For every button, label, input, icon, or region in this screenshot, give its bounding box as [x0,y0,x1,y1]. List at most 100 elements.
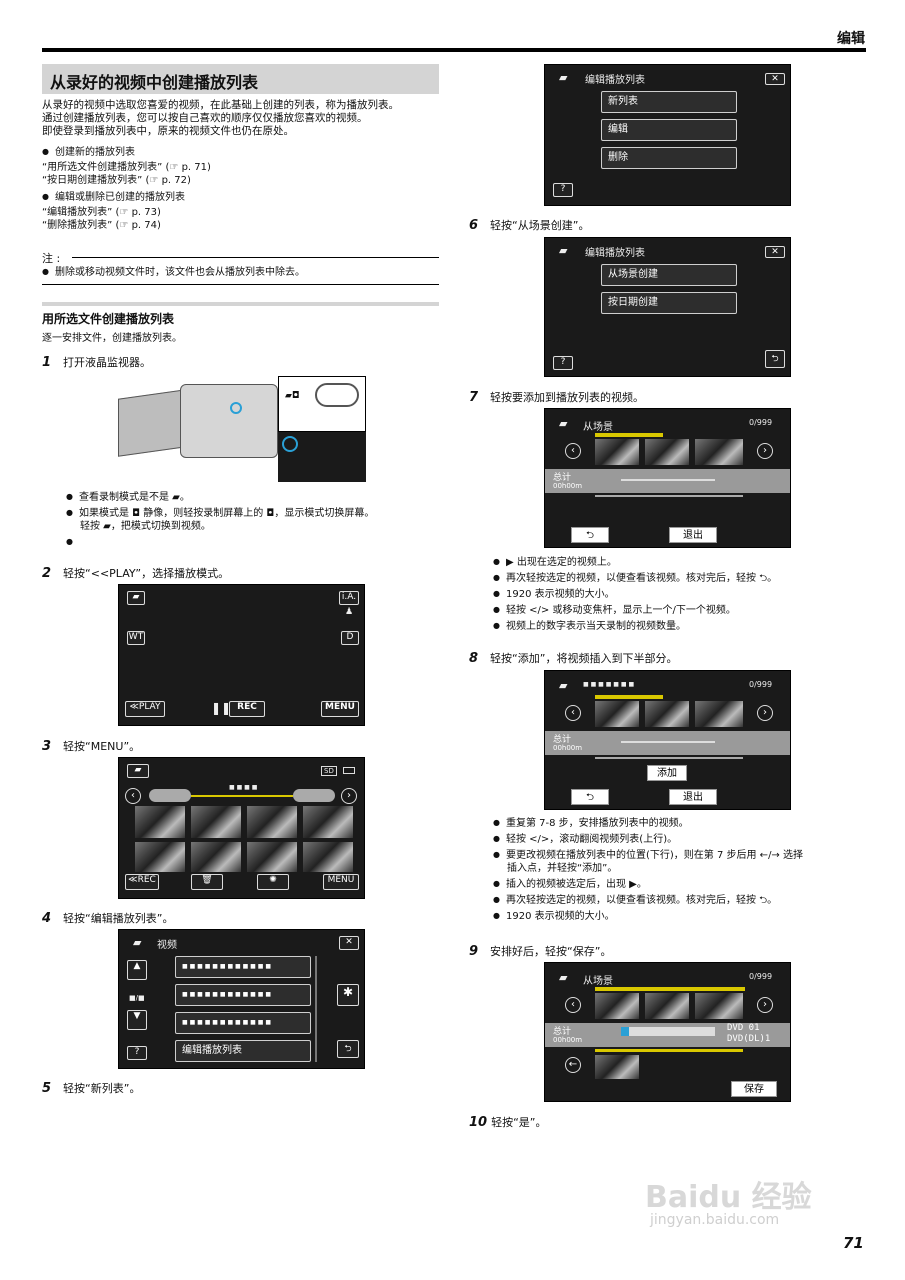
link-delete-playlist[interactable]: “删除播放列表” (☞ p. 74) [42,220,161,231]
left-arrow-icon[interactable]: ← [565,1057,581,1073]
thumbnail[interactable] [247,842,297,872]
settings-icon[interactable]: ✺ [257,874,289,890]
step-text: 轻按“是”。 [491,1116,547,1129]
prev-icon[interactable]: ‹ [565,443,581,459]
thumbnail[interactable] [595,993,639,1019]
help-icon[interactable]: ? [553,356,573,370]
note-label: 注 : [42,252,61,265]
capacity-bar [621,1027,715,1036]
prev-icon[interactable]: ‹ [565,705,581,721]
mode-button-highlight [230,402,242,414]
up-icon[interactable]: ▲ [127,960,147,980]
ia-button[interactable]: i.A. [339,591,359,605]
prev-icon[interactable]: ‹ [565,997,581,1013]
screen-index: ▰ SD ‹ › ■ ■ ■ ■ ≪REC 🗑 ✺ MENU [118,757,365,899]
selection-strip [595,987,745,991]
next-icon[interactable]: › [757,705,773,721]
thumbnail[interactable] [595,439,639,465]
date-pill[interactable] [293,789,335,802]
step-number: 1 [42,355,52,370]
close-icon[interactable]: ✕ [339,936,359,950]
screen-title: 从场景 [583,422,613,433]
thumbnail[interactable] [645,439,689,465]
link-create-selected[interactable]: “用所选文件创建播放列表” (☞ p. 71) [42,162,211,173]
thumbnail[interactable] [645,701,689,727]
links-block: 创建新的播放列表 “用所选文件创建播放列表” (☞ p. 71) “按日期创建播… [42,146,442,232]
thumbnail[interactable] [247,806,297,838]
menu-item-edit-playlist[interactable]: 编辑播放列表 [175,1040,311,1062]
thumbnail[interactable] [191,806,241,838]
prev-icon[interactable]: ‹ [125,788,141,804]
thumbnail[interactable] [695,439,743,465]
bullet-item: 查看录制模式是不是 ▰。 [66,491,446,504]
playlist-line [595,757,743,759]
back-icon[interactable]: ⮌ [765,350,785,368]
menu-button[interactable]: MENU [321,701,359,717]
thumbnail[interactable] [645,993,689,1019]
menu-item[interactable]: ■ ■ ■ ■ ■ ■ ■ ■ ■ ■ ■ ■ [175,1012,311,1034]
bullet-item: ▶ 出现在选定的视频上。 [493,556,873,569]
total-label: 总计 [553,1027,572,1037]
video-mode-icon[interactable]: ▰ [127,591,145,605]
back-icon[interactable]: ⮌ [337,1040,359,1058]
menu-button[interactable]: MENU [323,874,359,890]
back-button[interactable]: ⮌ [571,527,609,543]
exit-button[interactable]: 退出 [669,527,717,543]
menu-item[interactable]: ■ ■ ■ ■ ■ ■ ■ ■ ■ ■ ■ ■ [175,984,311,1006]
menu-item-delete[interactable]: 删除 [601,147,737,169]
date-slider[interactable] [191,795,293,797]
bullet-item: 重复第 7-8 步，安排播放列表中的视频。 [493,817,883,830]
date-label: ■ ■ ■ ■ [229,784,258,791]
close-icon[interactable]: ✕ [765,246,785,258]
rec-button[interactable]: REC [229,701,265,717]
menu-item-new-list[interactable]: 新列表 [601,91,737,113]
close-icon[interactable]: ✕ [765,73,785,85]
add-button[interactable]: 添加 [647,765,687,781]
save-button[interactable]: 保存 [731,1081,777,1097]
screen-title: 编辑播放列表 [585,75,645,86]
exit-button[interactable]: 退出 [669,789,717,805]
thumbnail-selected[interactable] [595,701,639,727]
rec-mode-button[interactable]: ≪REC [125,874,159,890]
thumbnail[interactable] [303,842,353,872]
intro-line: 通过创建播放列表，您可以按自己喜欢的顺序仅仅播放您喜欢的视频。 [42,112,368,124]
help-icon[interactable]: ? [127,1046,147,1060]
video-mode-icon[interactable]: ▰ [127,764,149,778]
d-button[interactable]: D [341,631,359,645]
count-label: 0/999 [749,972,773,981]
bullet-item: 1920 表示视频的大小。 [493,910,883,923]
play-button[interactable]: ≪PLAY [125,701,165,717]
link-create-date[interactable]: “按日期创建播放列表” (☞ p. 72) [42,175,191,186]
page-indicator: ■/■ [129,994,145,1002]
back-button[interactable]: ⮌ [571,789,609,805]
link-edit-playlist[interactable]: “编辑播放列表” (☞ p. 73) [42,207,161,218]
help-icon[interactable]: ? [553,183,573,197]
trash-icon[interactable]: 🗑 [191,874,223,890]
thumbnail[interactable] [695,701,743,727]
thumbnail[interactable] [695,993,743,1019]
menu-item[interactable]: ■ ■ ■ ■ ■ ■ ■ ■ ■ ■ ■ ■ [175,956,311,978]
down-icon[interactable]: ▼ [127,1010,147,1030]
total-label: 总计 [553,735,572,745]
thumbnail[interactable] [191,842,241,872]
menu-item-by-date[interactable]: 按日期创建 [601,292,737,314]
scrollbar[interactable] [315,956,317,1062]
menu-item-from-scene[interactable]: 从场景创建 [601,264,737,286]
next-icon[interactable]: › [757,997,773,1013]
playlist-thumbnail[interactable] [595,1055,639,1079]
wt-button[interactable]: WT [127,631,145,645]
divider [42,284,439,285]
zoom-callout: ▰◘ [278,376,366,432]
thumbnail[interactable] [303,806,353,838]
mode-switch[interactable] [315,383,359,407]
next-icon[interactable]: › [757,443,773,459]
settings-icon[interactable]: ✱ [337,984,359,1006]
next-icon[interactable]: › [341,788,357,804]
bullet-item: 编辑或删除已创建的播放列表 [42,191,442,204]
thumbnail[interactable] [135,806,185,838]
divider [72,257,439,258]
menu-item-edit[interactable]: 编辑 [601,119,737,141]
thumbnail[interactable] [135,842,185,872]
step-number: 5 [42,1081,52,1096]
date-pill[interactable] [149,789,191,802]
